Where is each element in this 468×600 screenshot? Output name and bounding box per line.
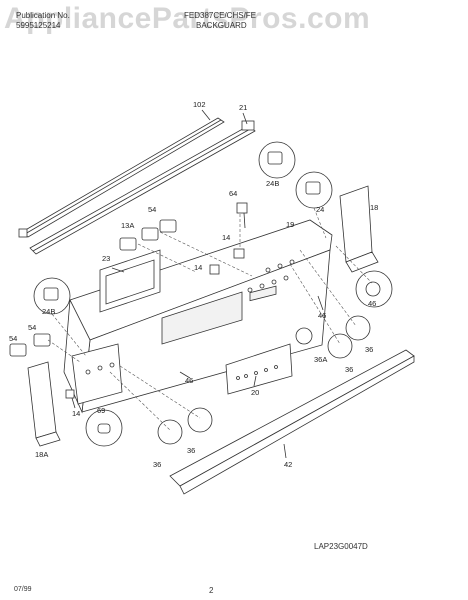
label-leaders [71,212,324,459]
callout-14-mid: 14 [222,233,230,242]
screw-69-detail [85,409,123,447]
callout-54-top: 54 [148,205,156,214]
callout-14-left: 14 [72,409,80,418]
trim-rail-102 [18,117,225,238]
publication-label: Publication No. [16,11,70,20]
left-cap [71,343,123,405]
clock-timer-20 [225,285,293,395]
section-title: BACKGUARD [196,21,247,30]
lamp-24B-top [258,141,296,179]
lamp-24 [295,171,333,209]
callout-102: 102 [193,100,206,109]
revision-date: 07/99 [14,586,32,593]
callout-36-b1: 36 [153,460,161,469]
lamp-24B-left [33,277,71,315]
callout-14-lower: 14 [194,263,202,272]
callout-24B-top: 24B [266,179,279,188]
end-bracket-18 [339,185,379,273]
page-number: 2 [209,586,214,595]
panel-buttons [247,259,295,293]
callout-69: 69 [97,406,105,415]
callout-46-lower: 46 [185,376,193,385]
switch-54-top [119,219,177,251]
callout-18: 18 [370,203,378,212]
callout-36A: 36A [314,355,327,364]
clips [65,202,248,399]
callout-36-b2: 36 [187,446,195,455]
end-bracket-18A [27,361,61,447]
callout-21: 21 [239,103,247,112]
trim-rail-21 [29,120,256,255]
drawing-code: LAP23G0047D [314,542,368,551]
knob-46-detail [355,270,393,308]
callout-19: 19 [286,220,294,229]
callout-18A: 18A [35,450,48,459]
callout-24: 24 [316,205,324,214]
leader-lines [47,207,373,431]
callout-36-r2: 36 [345,365,353,374]
callout-64: 64 [229,189,237,198]
knobs-36 [157,315,371,445]
callout-54-left: 54 [28,323,36,332]
callout-46-mid: 46 [318,311,326,320]
callout-42: 42 [284,460,292,469]
publication-number: 5995125214 [16,21,61,30]
callout-20: 20 [251,388,259,397]
trim-rail-42 [169,349,415,495]
callout-24B-left: 24B [42,307,55,316]
switches-54-left [9,333,51,357]
callout-23: 23 [102,254,110,263]
model-number: FED387CE/CHS/FE [184,11,257,20]
callout-36-r1: 36 [365,345,373,354]
callout-13A: 13A [121,221,134,230]
callout-46-right: 46 [368,299,376,308]
callout-54-far: 54 [9,334,17,343]
